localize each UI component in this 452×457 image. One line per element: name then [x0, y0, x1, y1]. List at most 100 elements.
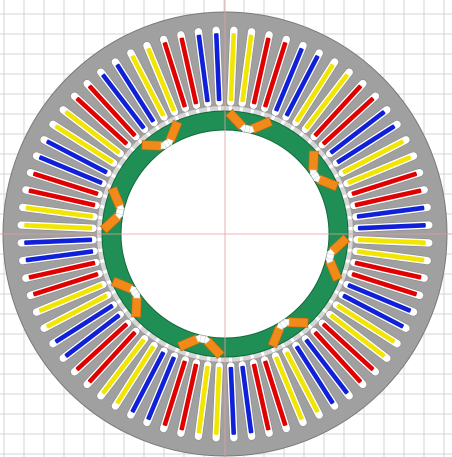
phase-conductor	[321, 322, 375, 371]
phase-conductor	[64, 110, 121, 155]
stator-slot	[16, 220, 104, 233]
phase-conductor	[294, 345, 335, 405]
magnet-pole	[110, 276, 142, 318]
stator-slot	[280, 341, 324, 420]
phase-conductor	[28, 188, 96, 208]
center-bridge	[325, 253, 335, 260]
stator-slot	[260, 349, 291, 433]
phase-conductor	[321, 97, 375, 146]
center-bridge	[279, 319, 288, 329]
phase-conductor	[274, 47, 304, 112]
stator-slot	[249, 352, 274, 438]
stator-slot	[16, 235, 104, 248]
phase-conductor	[347, 283, 412, 313]
stator-slot	[237, 354, 256, 441]
phase-conductor	[146, 47, 176, 112]
stator-slot	[306, 79, 368, 146]
phase-conductor	[101, 338, 146, 395]
phase-conductor	[284, 351, 320, 413]
permanent-magnet	[308, 150, 319, 176]
stator-slot	[126, 341, 170, 420]
stator-slot	[18, 246, 105, 265]
phase-conductor	[88, 330, 137, 384]
magnet-pole	[141, 119, 183, 151]
stator-slot	[32, 151, 113, 189]
stator-slot	[237, 27, 256, 114]
stator-slot	[345, 246, 432, 265]
magnet-body	[131, 296, 142, 318]
phase-conductor	[75, 97, 129, 146]
phase-conductor	[130, 351, 166, 413]
phase-conductor	[54, 124, 114, 165]
rotor-magnets	[99, 108, 351, 360]
phase-conductor	[351, 272, 418, 297]
stator-slot	[159, 35, 190, 119]
stator-slot	[96, 329, 152, 401]
permanent-magnet	[267, 322, 285, 349]
magnet-body	[308, 150, 319, 172]
magnet-body	[141, 140, 163, 151]
stator-slot	[18, 203, 105, 222]
permanent-magnet	[141, 140, 167, 151]
stator-slot	[211, 355, 224, 443]
stator-slot	[194, 27, 213, 114]
phase-conductor	[351, 171, 418, 196]
phase-conductor	[115, 345, 156, 405]
phase-conductor	[284, 55, 320, 117]
phase-conductor	[274, 356, 304, 421]
phase-conductor	[196, 365, 210, 434]
stator-slot	[332, 135, 411, 179]
phase-conductor	[228, 366, 237, 435]
magnet-pole	[225, 108, 273, 134]
phase-conductor	[342, 139, 404, 175]
phase-conductor	[313, 84, 362, 138]
phase-conductor	[196, 34, 210, 103]
phase-conductor	[64, 313, 121, 358]
stator-slot	[82, 322, 144, 389]
phase-conductor	[354, 188, 422, 208]
phase-conductor	[356, 205, 425, 219]
stator-slot	[58, 105, 130, 161]
stator-slot	[111, 57, 161, 132]
center-bridge	[130, 288, 140, 297]
phase-conductor	[130, 55, 166, 117]
phase-conductor	[32, 171, 99, 196]
center-bridge	[162, 139, 171, 149]
phase-conductor	[329, 313, 386, 358]
phase-conductor	[75, 322, 129, 371]
magnet-body	[287, 317, 309, 328]
phase-conductor	[54, 303, 114, 344]
phase-conductor	[162, 41, 187, 108]
stator-slot	[345, 203, 432, 222]
phase-conductor	[88, 84, 137, 138]
stator-slot	[260, 35, 291, 119]
stator-slot	[313, 91, 380, 153]
phase-conductor	[304, 338, 349, 395]
phase-conductor	[24, 222, 93, 231]
stator-slot	[327, 120, 402, 170]
stator-slot	[48, 298, 123, 348]
phase-conductor	[294, 63, 335, 123]
stator-slot	[21, 185, 107, 210]
phase-conductor	[179, 37, 199, 105]
stator-slot	[280, 48, 324, 127]
phase-conductor	[347, 155, 412, 185]
center-bridge	[244, 124, 251, 134]
magnet-pole	[99, 186, 125, 234]
stator-slot	[340, 269, 424, 300]
phase-conductor	[101, 73, 146, 130]
stator-slot	[289, 336, 339, 411]
center-bridge	[115, 208, 125, 215]
stator-slot	[176, 352, 201, 438]
phase-conductor	[46, 293, 108, 329]
stator-slot	[26, 269, 110, 300]
phase-conductor	[263, 41, 288, 108]
phase-conductor	[146, 356, 176, 421]
stator-slot	[21, 258, 107, 283]
stator-slot	[82, 79, 144, 146]
phase-conductor	[357, 237, 426, 246]
phase-conductor	[329, 110, 386, 155]
stator-slots	[16, 25, 434, 443]
stator-slot	[332, 289, 411, 333]
